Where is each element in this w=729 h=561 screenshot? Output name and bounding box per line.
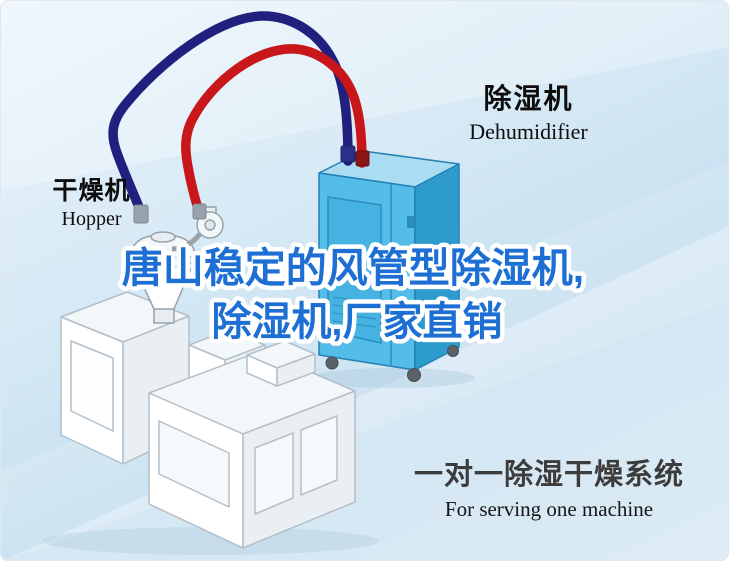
extruder-panel [254,432,294,515]
hopper-illustration [130,206,224,324]
tagline-zh: 一对一除湿干燥系统 [413,459,684,491]
dehumidifier-hinge [407,311,414,323]
hopper-hose [171,232,202,252]
pipe-fitting [133,204,149,224]
dehumidifier-shadow [311,368,475,388]
dehumidifier-hinge [407,216,414,228]
extruder-illustration [60,291,356,549]
headline-line1: 唐山稳定的风管型除湿机, [122,245,584,291]
tagline-en: For serving one machine [444,497,654,521]
dehumidifier-label-zh: 除湿机 [483,83,574,114]
headline-line2: 除湿机,厂家直销 [211,300,502,344]
pipe-fitting [340,145,356,163]
hopper-label: 干燥机 Hopper [19,171,164,231]
background-accent-bottom [5,226,728,560]
dehumidifier-illustration [318,150,460,382]
extruder-door-panel [70,340,114,432]
pipe-fitting [355,150,370,167]
pipe-fitting [192,203,207,220]
dehumidifier-label: 除湿机 Dehumidifier [421,77,636,145]
tagline: 一对一除湿干燥系统 For serving one machine [399,451,699,522]
extruder-panel [158,420,230,508]
dehumidifier-label-en: Dehumidifier [469,119,588,144]
extruder-panel [300,415,338,496]
dehumidifier-side-face [414,163,460,371]
dehumidifier-wheels [325,345,459,382]
hopper-label-zh: 干燥机 [52,177,131,205]
extruder-shadow [43,527,379,555]
red-pipe [181,44,367,217]
hopper-label-en: Hopper [61,208,122,230]
dehumidifier-handle [395,269,400,283]
